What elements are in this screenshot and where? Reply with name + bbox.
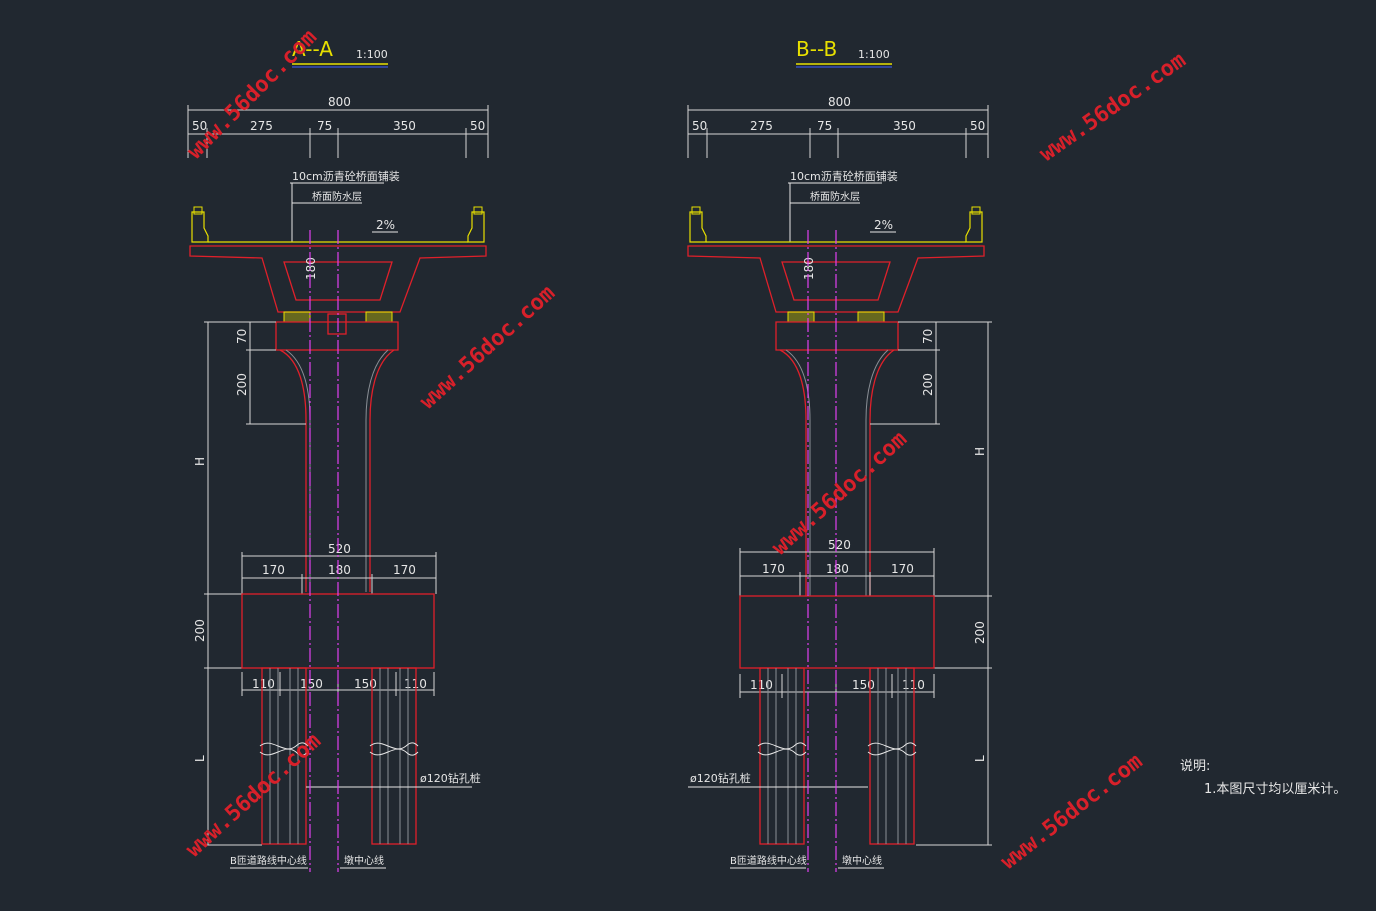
view-b-pile-dim: 150 xyxy=(852,678,875,692)
view-a-cap-part: 170 xyxy=(393,563,416,577)
view-b-cap-dimensions: 520 170 180 170 xyxy=(739,538,935,596)
view-b-dim-height: H xyxy=(973,447,987,456)
view-b-dim-part: 50 xyxy=(692,119,707,133)
view-b-side-dimensions: 70 200 H 200 L xyxy=(870,321,992,846)
view-a-pile-dim: 110 xyxy=(252,677,275,691)
view-a-pile-dim: 150 xyxy=(354,677,377,691)
view-b-waterproof-label: 桥面防水层 xyxy=(810,190,860,203)
notes-item: 1.本图尺寸均以厘米计。 xyxy=(1204,782,1347,797)
view-a-dim-cap: 70 xyxy=(235,329,249,344)
view-a-waterproof-label: 桥面防水层 xyxy=(312,190,362,203)
view-a-dim-part: 75 xyxy=(317,119,332,133)
watermark: www.56doc.com xyxy=(1035,48,1190,167)
view-b-scale: 1:100 xyxy=(858,48,890,61)
view-b-dim-part: 275 xyxy=(750,119,773,133)
view-b-girder-height: 180 xyxy=(802,257,816,280)
view-a-dim-height: H xyxy=(193,457,207,466)
section-view-b: B--B 1:100 800 50 275 75 350 50 10cm沥青砼桥… xyxy=(687,37,992,872)
view-a-piles xyxy=(259,667,419,845)
view-b-dim-pile-length: L xyxy=(973,755,987,762)
view-a-girder-height: 180 xyxy=(304,257,318,280)
watermark: www.56doc.com xyxy=(183,25,322,164)
view-a-cap-part: 180 xyxy=(328,563,351,577)
view-a-pavement-label: 10cm沥青砼桥面铺装 xyxy=(292,170,400,183)
view-a-road-center: B匝道路线中心线 xyxy=(230,854,307,867)
view-b-cap-part: 170 xyxy=(762,562,785,576)
view-a-dim-flare: 200 xyxy=(235,373,249,396)
view-b-pavement-label: 10cm沥青砼桥面铺装 xyxy=(790,170,898,183)
watermark: www.56doc.com xyxy=(415,281,560,415)
section-view-a: A--A 1:100 800 50 275 75 350 50 10cm沥青砼桥… xyxy=(187,37,489,872)
view-a-pile-dim: 150 xyxy=(300,677,323,691)
view-b-dim-part: 75 xyxy=(817,119,832,133)
view-a-dim-part: 50 xyxy=(192,119,207,133)
view-b-dim-cap: 70 xyxy=(921,329,935,344)
view-b-pile-label: ø120钻孔桩 xyxy=(690,771,751,785)
view-b-top-dimensions: 800 50 275 75 350 50 xyxy=(687,95,989,158)
view-a-slope: 2% xyxy=(376,218,395,232)
view-b-cap-total: 520 xyxy=(828,538,851,552)
view-a-pile-label: ø120钻孔桩 xyxy=(420,771,481,785)
view-a-dim-total: 800 xyxy=(328,95,351,109)
view-b-piles xyxy=(757,667,917,845)
view-a-dim-part: 350 xyxy=(393,119,416,133)
view-b-dim-part: 50 xyxy=(970,119,985,133)
watermark: www.56doc.com xyxy=(181,729,326,863)
view-a-scale: 1:100 xyxy=(356,48,388,61)
watermark: www.56doc.com xyxy=(996,749,1147,875)
watermarks: www.56doc.com www.56doc.com www.56doc.co… xyxy=(181,25,1190,875)
view-a-top-dimensions: 800 50 275 75 350 50 xyxy=(187,95,489,158)
view-a-pier-center: 墩中心线 xyxy=(344,854,384,867)
view-a-cap-part: 170 xyxy=(262,563,285,577)
view-b-pile-dim: 110 xyxy=(750,678,773,692)
notes-heading: 说明: xyxy=(1180,759,1211,774)
view-b-dim-footing: 200 xyxy=(973,621,987,644)
view-a-dim-part: 50 xyxy=(470,119,485,133)
view-a-dim-part: 275 xyxy=(250,119,273,133)
view-b-dim-part: 350 xyxy=(893,119,916,133)
view-b-cap-part: 180 xyxy=(826,562,849,576)
view-b-dim-flare: 200 xyxy=(921,373,935,396)
view-b-dim-total: 800 xyxy=(828,95,851,109)
view-a-side-dimensions: 70 200 H 200 L xyxy=(193,321,306,846)
view-a-title: A--A xyxy=(292,37,333,61)
view-b-pier-center: 墩中心线 xyxy=(842,854,882,867)
view-a-dim-pile-length: L xyxy=(193,755,207,762)
view-b-title: B--B xyxy=(796,37,837,61)
view-b-road-center: B匝道路线中心线 xyxy=(730,854,807,867)
view-a-dim-footing: 200 xyxy=(193,619,207,642)
view-b-pile-dimensions: 110 150 110 xyxy=(739,674,935,698)
view-a-cap-total: 520 xyxy=(328,542,351,556)
view-b-cap-part: 170 xyxy=(891,562,914,576)
notes: 说明: 1.本图尺寸均以厘米计。 xyxy=(1180,755,1346,801)
view-a-cap-dimensions: 520 170 180 170 xyxy=(241,542,437,594)
view-b-slope: 2% xyxy=(874,218,893,232)
